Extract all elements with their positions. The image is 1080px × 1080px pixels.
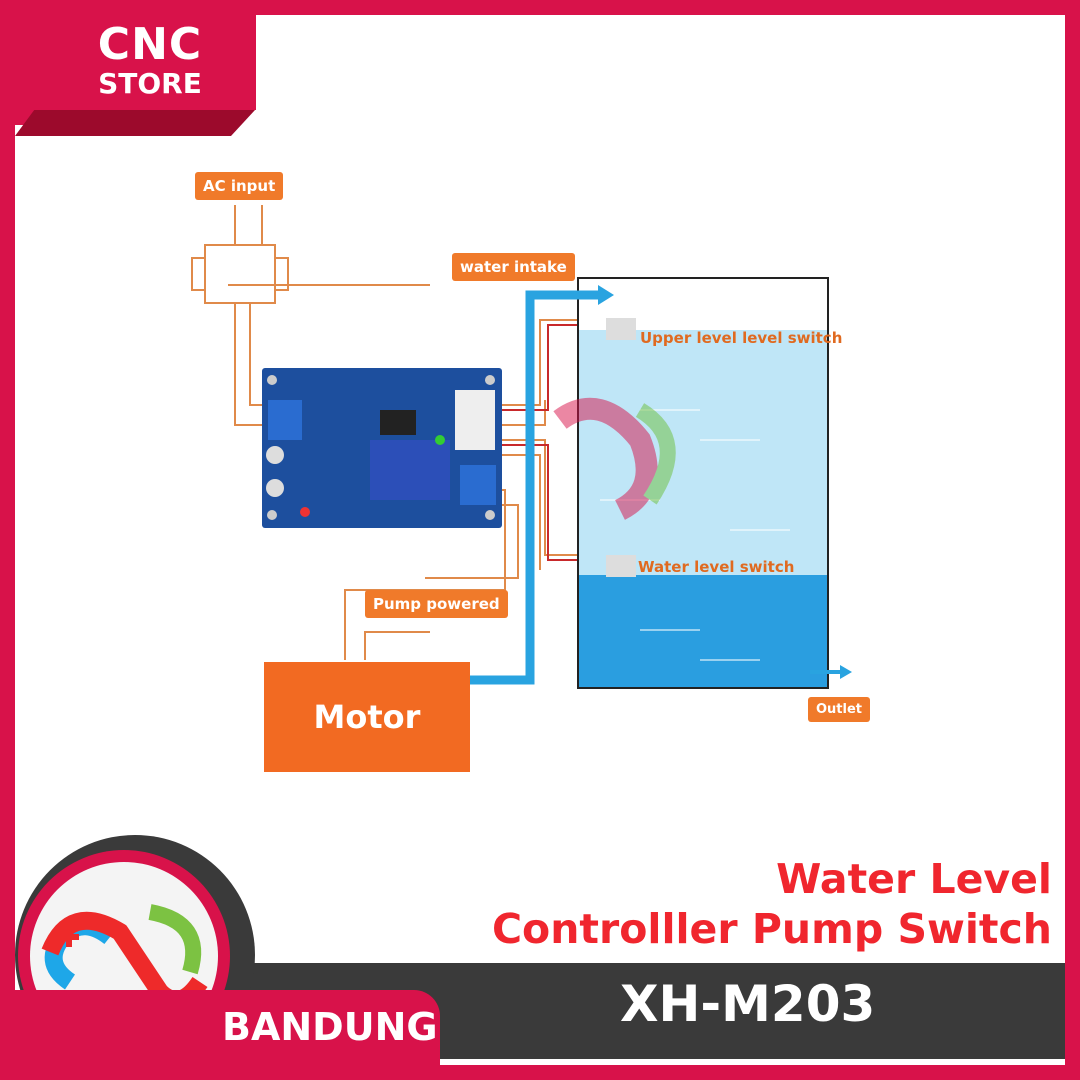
pipe xyxy=(470,290,600,685)
tank-lower-water xyxy=(579,575,827,687)
location-tab xyxy=(15,990,440,1066)
watermark-logo xyxy=(553,397,676,520)
brand-banner-edge xyxy=(15,15,45,125)
label-water-switch: Water level switch xyxy=(638,558,795,576)
label-ac-input: AC input xyxy=(195,172,284,200)
water-level-switch xyxy=(606,555,636,577)
product-model: XH-M203 xyxy=(620,975,876,1033)
label-water-intake: water intake xyxy=(452,253,575,281)
tank-upper-water xyxy=(579,330,827,575)
label-upper-switch: Upper level level switch xyxy=(640,329,843,347)
brand-logo: CNC STORE xyxy=(44,15,256,110)
intake-arrow-icon xyxy=(598,285,614,305)
brand-banner-shadow xyxy=(15,110,255,136)
label-outlet: Outlet xyxy=(808,697,871,722)
brand-cnc: CNC xyxy=(97,19,203,70)
product-title-line2: Controlller Pump Switch xyxy=(491,905,1052,953)
controller-board xyxy=(262,368,502,528)
outlet-arrow-icon xyxy=(840,665,852,679)
motor-box: Motor xyxy=(264,662,470,772)
location-label: BANDUNG xyxy=(222,1005,438,1049)
label-pump-powered: Pump powered xyxy=(365,590,508,618)
brand-store: STORE xyxy=(98,67,202,100)
product-title-line1: Water Level xyxy=(776,855,1052,903)
upper-level-switch xyxy=(606,318,636,340)
